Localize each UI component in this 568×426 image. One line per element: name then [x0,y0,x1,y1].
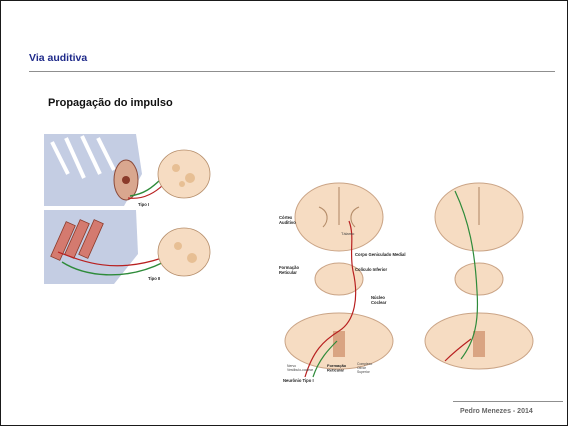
brain-section-right [425,183,533,369]
label-thalamus: Tálamo [341,231,355,236]
type2-label: Tipo II [148,276,160,281]
type1-label: Tipo I [138,202,149,207]
label-neuron-type1: Neurônio Tipo I [283,378,314,383]
label-medial-geniculate: Corpo Geniculado Medial [355,252,406,257]
slide-title: Via auditiva [29,52,87,64]
cochlea-illustration: Tipo I Tipo II [44,134,212,286]
title-divider [29,71,555,72]
label-inferior-colliculus: Colículo Inferior [355,267,387,272]
brain-section-left [285,183,393,377]
slide-subtitle: Propagação do impulso [48,97,173,109]
footer-divider [453,401,563,402]
footer-author: Pedro Menezes - 2014 [460,408,533,415]
